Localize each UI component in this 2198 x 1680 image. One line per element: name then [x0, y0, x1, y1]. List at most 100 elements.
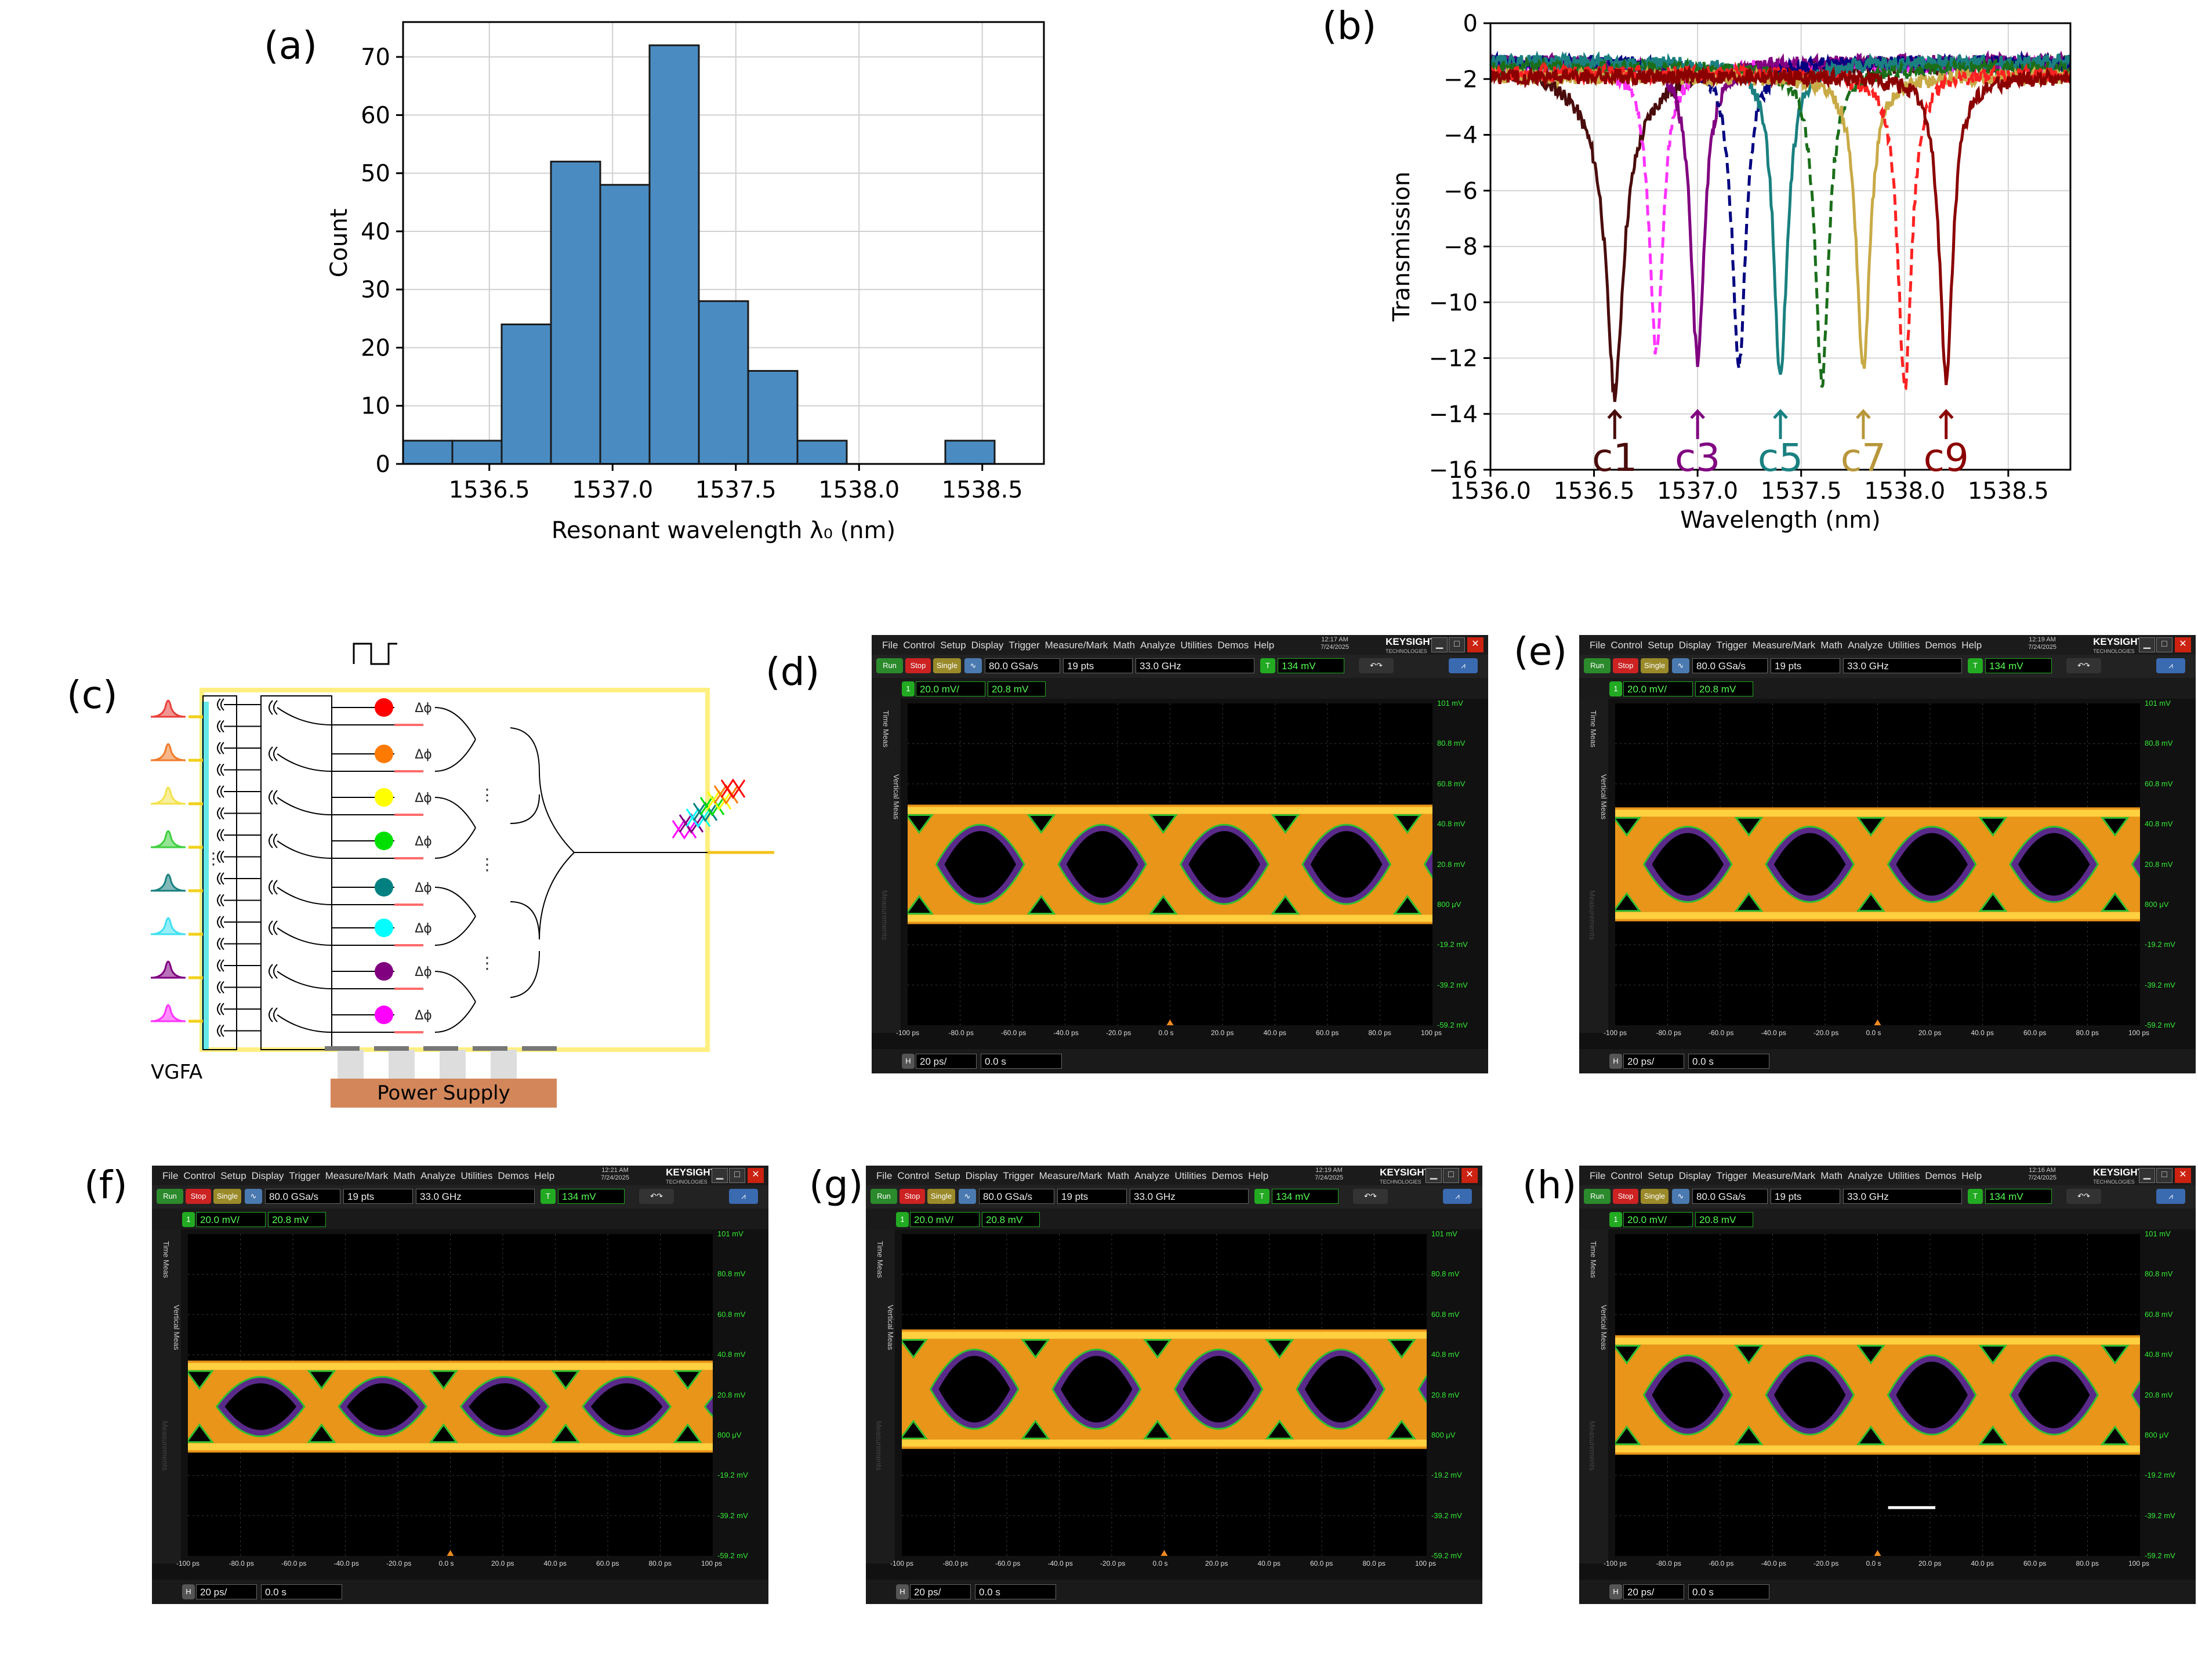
menu-item[interactable]: Help	[1254, 640, 1275, 651]
trigger-level-field[interactable]: 134 mV	[1272, 1189, 1339, 1204]
minimize-button[interactable]: ▁	[1431, 637, 1448, 652]
menu-item[interactable]: Utilities	[1180, 640, 1213, 651]
sidebar-tab[interactable]: Vertical Meas	[892, 774, 901, 820]
maximize-button[interactable]: □	[1443, 1168, 1459, 1183]
channel-offset-field[interactable]: 20.8 mV	[268, 1212, 326, 1227]
auto-scale-icon[interactable]: ⩘	[1449, 658, 1478, 673]
menu-item[interactable]: Help	[1961, 640, 1982, 651]
channel-offset-field[interactable]: 20.8 mV	[1695, 681, 1753, 696]
maximize-button[interactable]: □	[729, 1168, 745, 1183]
menu-item[interactable]: Measure/Mark	[1752, 1170, 1816, 1181]
menu-item[interactable]: Display	[965, 1170, 998, 1181]
time-scale-field[interactable]: 20 ps/	[1623, 1584, 1684, 1599]
menu-item[interactable]: Setup	[220, 1170, 246, 1181]
time-offset-field[interactable]: 0.0 s	[261, 1584, 342, 1599]
menu-item[interactable]: Trigger	[289, 1170, 320, 1181]
channel-1-icon[interactable]: 1	[902, 681, 915, 696]
menu-item[interactable]: Display	[251, 1170, 284, 1181]
trigger-icon[interactable]: T	[541, 1189, 556, 1204]
eye-diagram-grid[interactable]	[1615, 703, 2140, 1025]
menu-item[interactable]: Control	[183, 1170, 216, 1181]
single-button[interactable]: Single	[933, 658, 961, 673]
channel-scale-field[interactable]: 20.0 mV/	[1623, 1212, 1693, 1227]
sample-rate-field[interactable]: 80.0 GSa/s	[979, 1189, 1054, 1204]
menu-item[interactable]: Control	[1611, 1170, 1643, 1181]
undo-redo-icon[interactable]: ↶↷	[1353, 1189, 1388, 1204]
menu-item[interactable]: Analyze	[1848, 1170, 1883, 1181]
sidebar-tab[interactable]: Time Meas	[1589, 1241, 1598, 1278]
measurements-tab[interactable]: Measurements	[875, 1421, 883, 1471]
acquisition-icon[interactable]: ∿	[1672, 1189, 1689, 1204]
trigger-icon[interactable]: T	[1260, 658, 1275, 673]
sidebar-tab[interactable]: Time Meas	[1589, 710, 1598, 748]
channel-scale-field[interactable]: 20.0 mV/	[1623, 681, 1693, 696]
menu-item[interactable]: Setup	[934, 1170, 960, 1181]
channel-offset-field[interactable]: 20.8 mV	[1695, 1212, 1753, 1227]
channel-1-icon[interactable]: 1	[1609, 1212, 1622, 1227]
time-scale-field[interactable]: 20 ps/	[196, 1584, 257, 1599]
undo-redo-icon[interactable]: ↶↷	[639, 1189, 674, 1204]
channel-scale-field[interactable]: 20.0 mV/	[916, 681, 985, 696]
measurements-tab[interactable]: Measurements	[1588, 1421, 1597, 1471]
menu-item[interactable]: Utilities	[1174, 1170, 1207, 1181]
minimize-button[interactable]: ▁	[1426, 1168, 1442, 1183]
run-button[interactable]: Run	[876, 658, 903, 673]
run-button[interactable]: Run	[871, 1189, 897, 1204]
measurements-tab[interactable]: Measurements	[1588, 890, 1597, 940]
horizontal-icon[interactable]: H	[1609, 1054, 1622, 1069]
channel-offset-field[interactable]: 20.8 mV	[988, 681, 1046, 696]
menu-item[interactable]: Measure/Mark	[1044, 640, 1108, 651]
menu-item[interactable]: Utilities	[1888, 1170, 1920, 1181]
eye-diagram-grid[interactable]	[188, 1234, 713, 1556]
single-button[interactable]: Single	[213, 1189, 241, 1204]
trigger-icon[interactable]: T	[1968, 1189, 1983, 1204]
stop-button[interactable]: Stop	[1613, 658, 1638, 673]
trigger-level-field[interactable]: 134 mV	[1278, 658, 1344, 673]
menu-item[interactable]: File	[1590, 1170, 1606, 1181]
menu-item[interactable]: Display	[1678, 640, 1711, 651]
auto-scale-icon[interactable]: ⩘	[1443, 1189, 1472, 1204]
single-button[interactable]: Single	[1641, 658, 1669, 673]
maximize-button[interactable]: □	[2156, 637, 2172, 652]
menu-item[interactable]: Analyze	[420, 1170, 456, 1181]
time-scale-field[interactable]: 20 ps/	[1623, 1054, 1684, 1069]
menu-item[interactable]: Demos	[1925, 1170, 1957, 1181]
horizontal-icon[interactable]: H	[1609, 1584, 1622, 1599]
menu-item[interactable]: Math	[1107, 1170, 1130, 1181]
points-field[interactable]: 19 pts	[1771, 1189, 1840, 1204]
time-scale-field[interactable]: 20 ps/	[916, 1054, 977, 1069]
measurements-tab[interactable]: Measurements	[880, 890, 889, 940]
horizontal-icon[interactable]: H	[182, 1584, 195, 1599]
menu-item[interactable]: Display	[971, 640, 1004, 651]
menu-item[interactable]: Utilities	[460, 1170, 493, 1181]
close-button[interactable]: ✕	[2175, 1168, 2191, 1183]
menu-item[interactable]: Help	[1248, 1170, 1269, 1181]
menu-item[interactable]: Trigger	[1716, 1170, 1747, 1181]
menu-item[interactable]: Analyze	[1848, 640, 1883, 651]
close-button[interactable]: ✕	[748, 1168, 764, 1183]
points-field[interactable]: 19 pts	[1057, 1189, 1127, 1204]
menu-item[interactable]: Measure/Mark	[1039, 1170, 1102, 1181]
menu-item[interactable]: Analyze	[1140, 640, 1176, 651]
menu-item[interactable]: Help	[534, 1170, 555, 1181]
menu-item[interactable]: Trigger	[1716, 640, 1747, 651]
sidebar-tab[interactable]: Vertical Meas	[886, 1305, 895, 1351]
sidebar-tab[interactable]: Time Meas	[876, 1241, 884, 1278]
menu-item[interactable]: Demos	[1925, 640, 1957, 651]
trigger-level-field[interactable]: 134 mV	[1985, 658, 2052, 673]
undo-redo-icon[interactable]: ↶↷	[2066, 658, 2101, 673]
menu-item[interactable]: File	[876, 1170, 893, 1181]
sidebar-tab[interactable]: Vertical Meas	[1599, 1305, 1608, 1351]
stop-button[interactable]: Stop	[905, 658, 931, 673]
eye-diagram-grid[interactable]	[908, 703, 1432, 1025]
maximize-button[interactable]: □	[2156, 1168, 2172, 1183]
menu-item[interactable]: Analyze	[1134, 1170, 1170, 1181]
menu-item[interactable]: Setup	[1648, 640, 1674, 651]
menu-item[interactable]: Math	[1820, 640, 1843, 651]
run-button[interactable]: Run	[1584, 1189, 1611, 1204]
sidebar-tab[interactable]: Time Meas	[882, 710, 890, 748]
